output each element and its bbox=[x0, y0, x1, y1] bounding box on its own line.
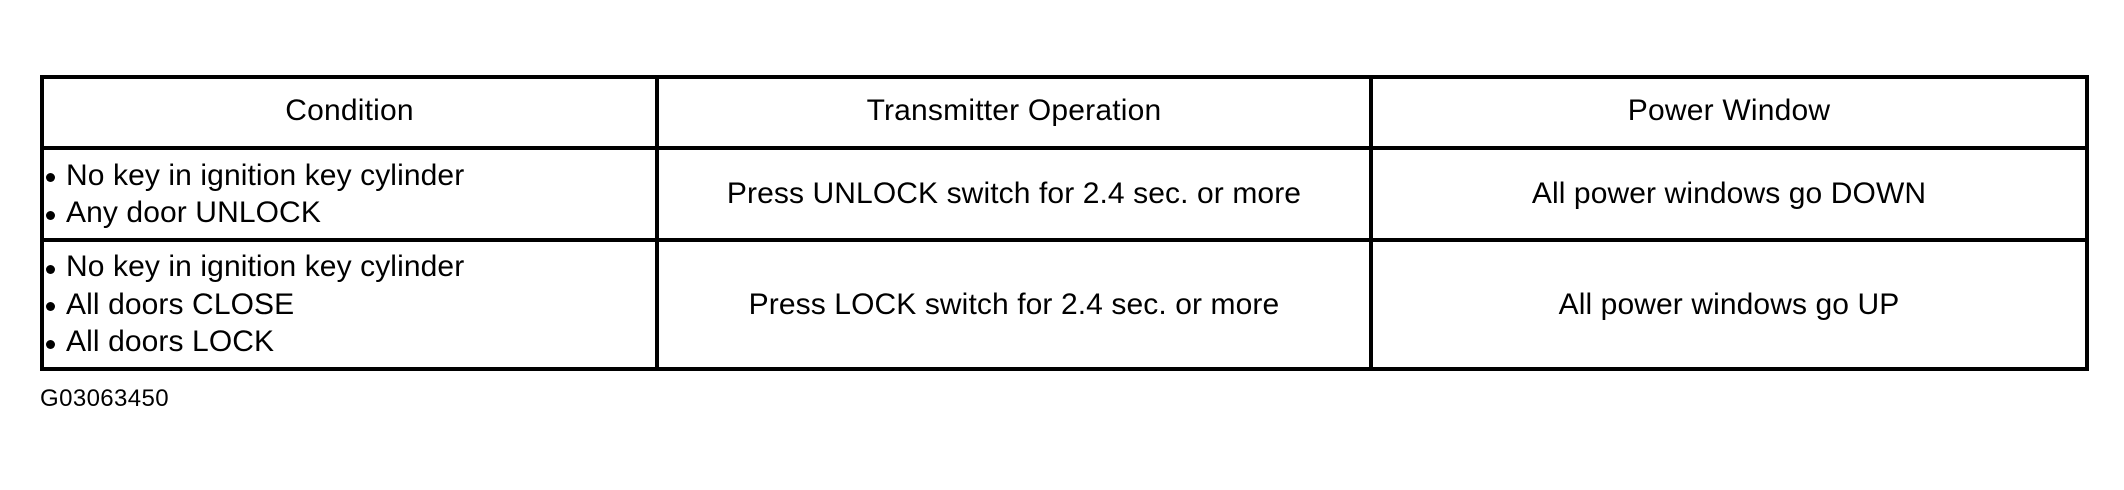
figure-code-caption: G03063450 bbox=[40, 385, 170, 412]
power-window-operation-table: Condition Transmitter Operation Power Wi… bbox=[40, 75, 2089, 371]
table-row: No key in ignition key cylinder All door… bbox=[40, 238, 2089, 371]
table-header-row: Condition Transmitter Operation Power Wi… bbox=[40, 75, 2089, 150]
condition-list: No key in ignition key cylinder Any door… bbox=[44, 158, 655, 231]
list-item: Any door UNLOCK bbox=[44, 195, 655, 230]
list-item: All doors CLOSE bbox=[44, 287, 655, 322]
condition-cell: No key in ignition key cylinder All door… bbox=[40, 238, 659, 371]
list-item: No key in ignition key cylinder bbox=[44, 249, 655, 284]
column-header-condition: Condition bbox=[40, 75, 659, 150]
power-window-cell: All power windows go DOWN bbox=[1369, 146, 2089, 242]
transmitter-operation-cell: Press LOCK switch for 2.4 sec. or more bbox=[655, 238, 1373, 371]
table-row: No key in ignition key cylinder Any door… bbox=[40, 146, 2089, 242]
list-item: All doors LOCK bbox=[44, 324, 655, 359]
power-window-cell: All power windows go UP bbox=[1369, 238, 2089, 371]
transmitter-operation-cell: Press UNLOCK switch for 2.4 sec. or more bbox=[655, 146, 1373, 242]
table-body: No key in ignition key cylinder Any door… bbox=[40, 146, 2089, 371]
column-header-transmitter-operation: Transmitter Operation bbox=[655, 75, 1373, 150]
condition-cell: No key in ignition key cylinder Any door… bbox=[40, 146, 659, 242]
list-item: No key in ignition key cylinder bbox=[44, 158, 655, 193]
condition-list: No key in ignition key cylinder All door… bbox=[44, 249, 655, 359]
table-header: Condition Transmitter Operation Power Wi… bbox=[40, 75, 2089, 150]
column-header-power-window: Power Window bbox=[1369, 75, 2089, 150]
